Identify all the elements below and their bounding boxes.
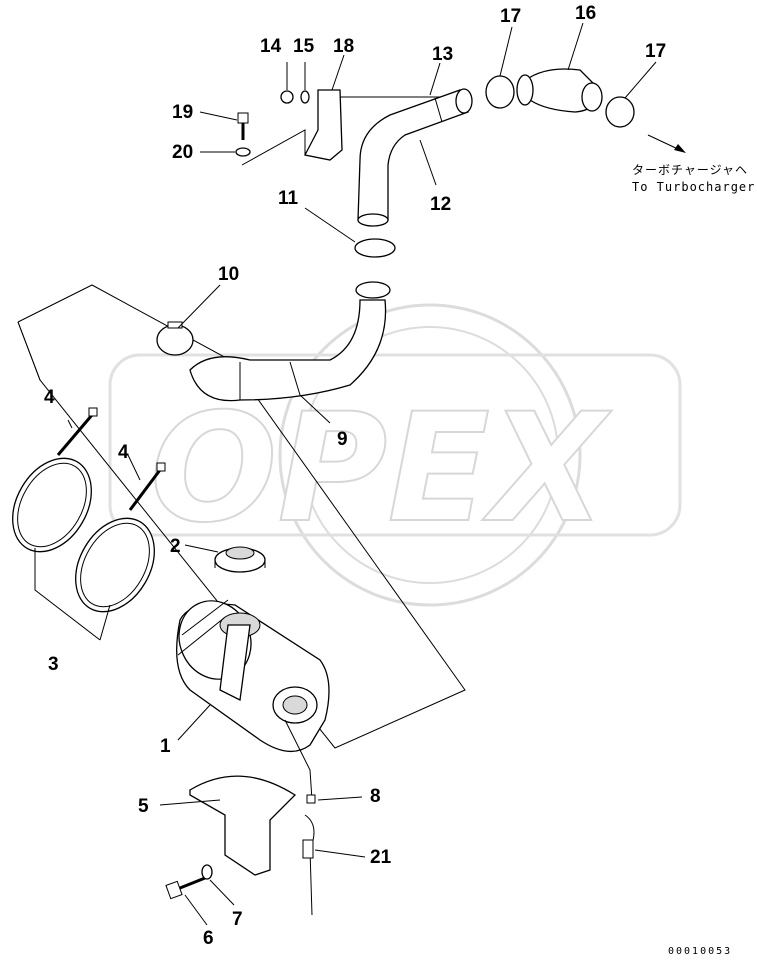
hose-clamp-11: [354, 238, 396, 258]
turbo-clamp-right: [605, 96, 635, 128]
callout-8: 8: [370, 786, 381, 807]
cap: [214, 546, 266, 573]
watermark: OPEX: [108, 303, 682, 607]
pipe-bracket: [241, 89, 440, 166]
bolt-washer: [165, 864, 213, 900]
elbow-pipe: [357, 88, 473, 227]
callout-1: 1: [160, 736, 171, 757]
direction-arrow: [647, 134, 686, 153]
band-clamps: [12, 457, 155, 641]
callout-14: 14: [260, 36, 282, 57]
callout-9: 9: [337, 429, 348, 450]
air-cleaner-body: [176, 599, 330, 752]
callout-7: 7: [232, 909, 243, 930]
callout-17a: 17: [500, 6, 521, 27]
callout-6: 6: [203, 928, 214, 949]
watermark-text: OPEX: [150, 382, 612, 556]
drawing-code: 00010053: [668, 946, 732, 957]
hose-clamp-10: [156, 321, 194, 356]
washer: [300, 90, 310, 104]
callout-15: 15: [293, 36, 315, 57]
callout-4b: 4: [118, 442, 129, 463]
assembly-frame: [17, 284, 466, 749]
note-japanese: ターボチャージャヘ: [632, 163, 748, 177]
intake-hose: [189, 281, 391, 402]
note-english: To Turbocharger: [632, 180, 755, 194]
callout-21: 21: [370, 847, 392, 868]
callout-19: 19: [172, 102, 193, 123]
callout-3: 3: [48, 654, 59, 675]
callout-18: 18: [333, 36, 354, 57]
callout-10: 10: [218, 264, 239, 285]
washer-20: [235, 147, 251, 157]
leader-lines: [67, 22, 657, 926]
turbo-clamp-left: [485, 75, 515, 109]
bolt-19: [237, 112, 249, 140]
callout-16: 16: [575, 3, 596, 24]
callout-13: 13: [432, 44, 453, 65]
nut: [280, 90, 294, 104]
callout-4a: 4: [44, 387, 55, 408]
callout-20: 20: [172, 142, 193, 163]
callout-5: 5: [138, 796, 149, 817]
support-bracket: [189, 775, 297, 876]
dust-indicator-hose: [284, 719, 316, 916]
bolts: [56, 407, 166, 511]
gear-icon: [278, 303, 582, 607]
callout-11: 11: [278, 188, 299, 209]
callout-17b: 17: [645, 41, 666, 62]
callout-12: 12: [430, 194, 451, 215]
callouts: 1 2 3 4 4 5 6 7 8 9 10 11 12 13 14 15 16…: [44, 3, 666, 949]
callout-2: 2: [170, 536, 181, 557]
turbo-hose: [516, 68, 603, 113]
